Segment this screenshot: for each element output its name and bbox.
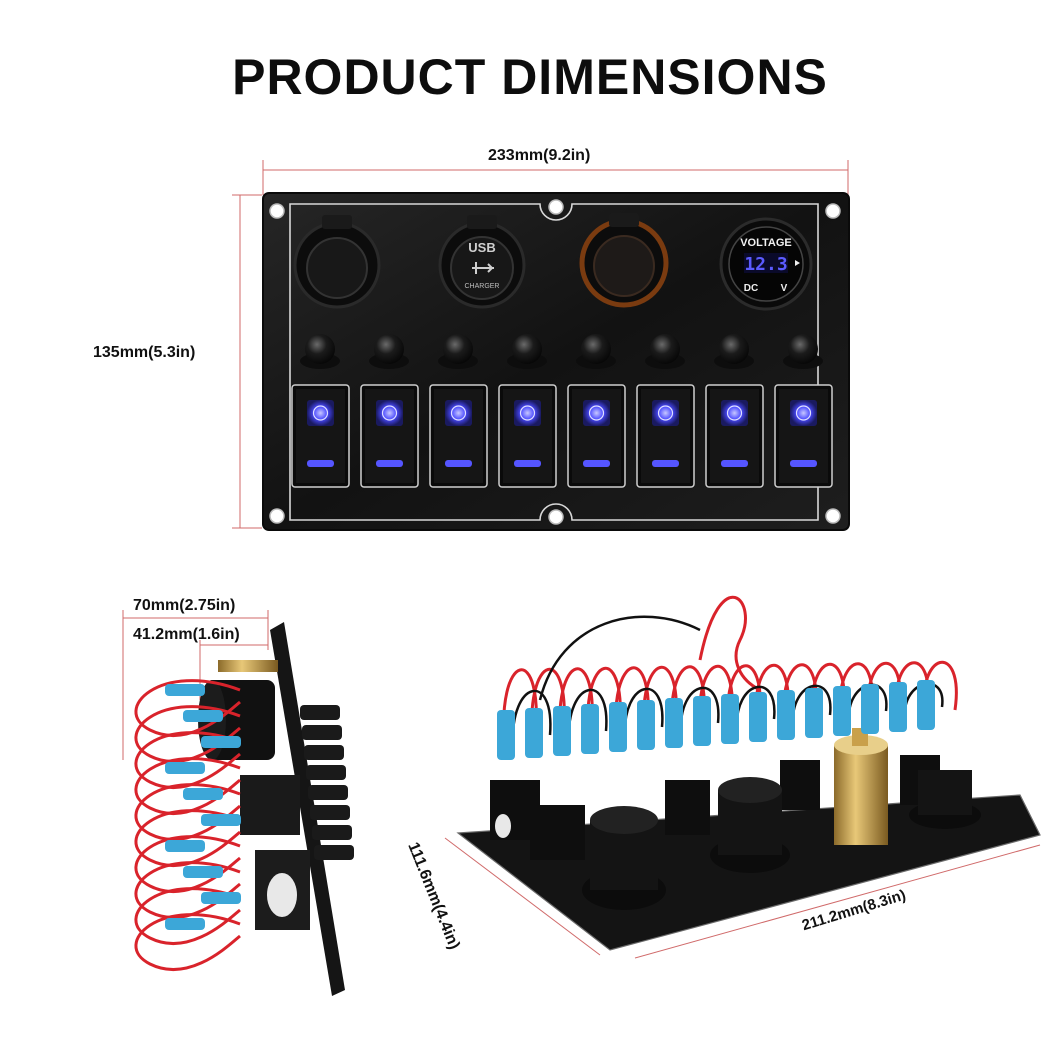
cigarette-socket-1 (293, 215, 381, 309)
side-terminal (165, 762, 205, 774)
side-wire (134, 809, 241, 868)
fuse-knob-6 (645, 334, 685, 369)
fuse-knob-8 (783, 334, 823, 369)
back-terminal (777, 690, 795, 740)
rocker-switch-4 (498, 384, 557, 488)
svg-text:V: V (781, 283, 788, 294)
page-title: PRODUCT DIMENSIONS (232, 49, 828, 105)
rocker-switch-7 (705, 384, 764, 488)
loose-wire-black (538, 615, 701, 701)
rocker-switch-6 (636, 384, 695, 488)
fuse-knob-5 (576, 334, 616, 369)
back-terminal (553, 706, 571, 756)
rocker-switch-1 (291, 384, 350, 488)
height-dimension-label: 135mm(5.3in) (93, 344, 196, 361)
back-socket-1 (582, 806, 666, 910)
back-socket-2 (710, 777, 790, 873)
side-terminal (201, 736, 241, 748)
side-terminal (201, 892, 241, 904)
rocker-switch-8 (774, 384, 833, 488)
base-dimension-lines (444, 837, 1041, 959)
width-dimension-line (262, 160, 849, 195)
side-terminal (201, 814, 241, 826)
svg-text:DC: DC (744, 283, 758, 294)
side-terminal (165, 840, 205, 852)
side-terminal (165, 684, 205, 696)
side-wire (134, 913, 241, 972)
fuse-knob-3 (438, 334, 478, 369)
back-terminal (693, 696, 711, 746)
back-terminal (581, 704, 599, 754)
back-terminal (665, 698, 683, 748)
back-terminal (889, 682, 907, 732)
back-terminal (721, 694, 739, 744)
side-dimension-lines (122, 610, 269, 760)
loose-wire (698, 595, 761, 692)
side-terminal (183, 788, 223, 800)
rocker-switches (291, 384, 833, 488)
back-terminal (861, 684, 879, 734)
total-depth-dimension-label: 70mm(2.75in) (133, 597, 236, 614)
voltmeter-reading: 12.3 (744, 254, 787, 275)
voltmeter: VOLTAGE 12.3 DC V (719, 217, 813, 311)
brass-socket (834, 728, 888, 845)
back-view (444, 595, 1041, 959)
usb-text: USB (468, 240, 495, 255)
side-terminal (165, 918, 205, 930)
height-dimension-line (232, 194, 262, 529)
voltmeter-title: VOLTAGE (740, 237, 792, 249)
back-terminal (637, 700, 655, 750)
fuse-knob-1 (300, 334, 340, 369)
fuse-holders (300, 334, 823, 369)
side-terminal (183, 866, 223, 878)
rocker-switch-2 (360, 384, 419, 488)
back-terminal (805, 688, 823, 738)
usb-socket: USB CHARGER (438, 215, 526, 309)
rocker-switch-3 (429, 384, 488, 488)
fuse-knob-7 (714, 334, 754, 369)
side-terminal (183, 710, 223, 722)
side-wire (134, 887, 241, 946)
side-view (122, 610, 354, 996)
back-terminal (833, 686, 851, 736)
back-terminal (525, 708, 543, 758)
cigarette-socket-2 (579, 213, 669, 308)
fuse-knob-4 (507, 334, 547, 369)
fuse-knob-2 (369, 334, 409, 369)
back-terminal (917, 680, 935, 730)
svg-text:CHARGER: CHARGER (464, 283, 499, 290)
back-terminal (497, 710, 515, 760)
front-depth-dimension-label: 41.2mm(1.6in) (133, 626, 240, 643)
back-terminal (609, 702, 627, 752)
back-terminal (749, 692, 767, 742)
side-wire (134, 731, 241, 790)
switch-panel-front: USB CHARGER VOLTAGE 12.3 DC V (262, 192, 850, 531)
back-socket-3 (909, 770, 981, 829)
screw-holes (269, 199, 841, 525)
width-dimension-label: 233mm(9.2in) (488, 147, 591, 164)
rocker-switch-5 (567, 384, 626, 488)
